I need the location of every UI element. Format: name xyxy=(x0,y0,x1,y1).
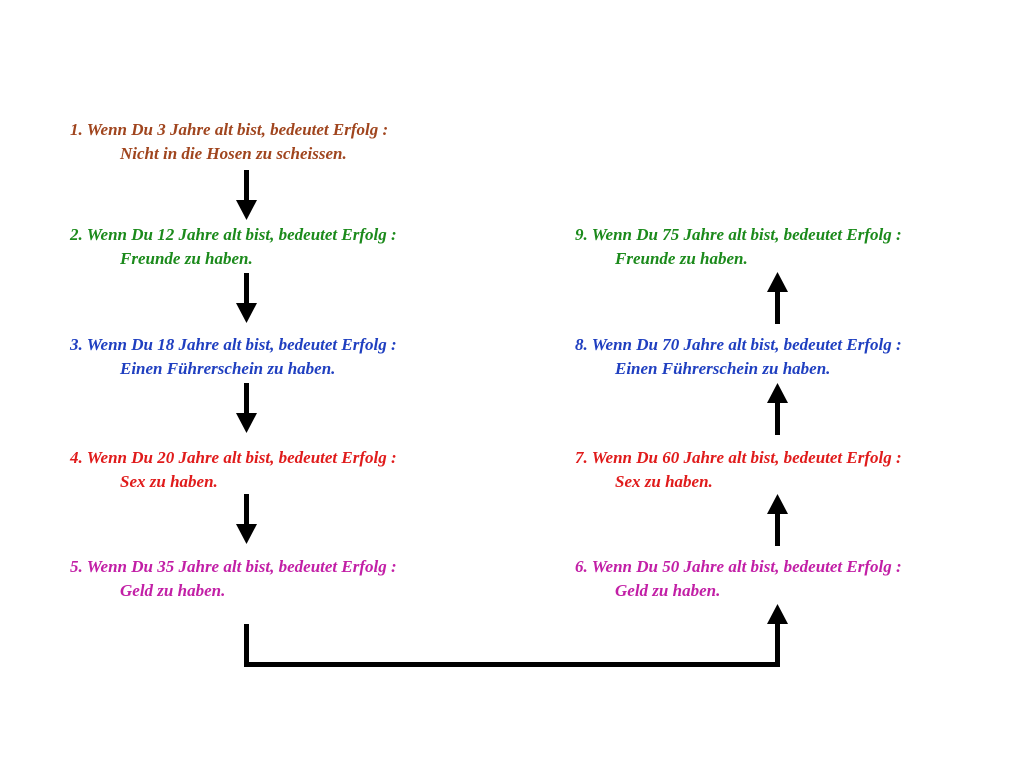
step-4-meaning: Sex zu haben. xyxy=(120,472,218,491)
connector-5-6 xyxy=(244,604,788,667)
step-8-condition: 8. Wenn Du 70 Jahre alt bist, bedeutet E… xyxy=(575,335,902,354)
arrow-down-3-4-icon xyxy=(236,383,257,433)
step-2-meaning: Freunde zu haben. xyxy=(120,249,253,268)
step-1: 1. Wenn Du 3 Jahre alt bist, bedeutet Er… xyxy=(70,118,388,166)
step-9-meaning: Freunde zu haben. xyxy=(615,249,748,268)
arrow-down-1-2-icon xyxy=(236,170,257,220)
arrow-down-2-3-icon xyxy=(236,273,257,323)
step-9: 9. Wenn Du 75 Jahre alt bist, bedeutet E… xyxy=(575,223,902,271)
arrow-up-8-9-icon xyxy=(767,272,788,324)
step-4: 4. Wenn Du 20 Jahre alt bist, bedeutet E… xyxy=(70,446,397,494)
step-1-condition: 1. Wenn Du 3 Jahre alt bist, bedeutet Er… xyxy=(70,120,389,139)
step-2-condition: 2. Wenn Du 12 Jahre alt bist, bedeutet E… xyxy=(70,225,397,244)
step-3-meaning: Einen Führerschein zu haben. xyxy=(120,359,336,378)
step-8-meaning: Einen Führerschein zu haben. xyxy=(615,359,831,378)
arrow-up-7-8-icon xyxy=(767,383,788,435)
step-5: 5. Wenn Du 35 Jahre alt bist, bedeutet E… xyxy=(70,555,397,603)
step-5-meaning: Geld zu haben. xyxy=(120,581,226,600)
step-2: 2. Wenn Du 12 Jahre alt bist, bedeutet E… xyxy=(70,223,397,271)
step-6-meaning: Geld zu haben. xyxy=(615,581,721,600)
arrow-up-6-7-icon xyxy=(767,494,788,546)
step-1-meaning: Nicht in die Hosen zu scheissen. xyxy=(120,144,347,163)
step-7: 7. Wenn Du 60 Jahre alt bist, bedeutet E… xyxy=(575,446,902,494)
arrow-down-4-5-icon xyxy=(236,494,257,544)
step-6: 6. Wenn Du 50 Jahre alt bist, bedeutet E… xyxy=(575,555,902,603)
step-5-condition: 5. Wenn Du 35 Jahre alt bist, bedeutet E… xyxy=(70,557,397,576)
step-3: 3. Wenn Du 18 Jahre alt bist, bedeutet E… xyxy=(70,333,397,381)
step-6-condition: 6. Wenn Du 50 Jahre alt bist, bedeutet E… xyxy=(575,557,902,576)
step-7-condition: 7. Wenn Du 60 Jahre alt bist, bedeutet E… xyxy=(575,448,902,467)
step-3-condition: 3. Wenn Du 18 Jahre alt bist, bedeutet E… xyxy=(70,335,397,354)
step-8: 8. Wenn Du 70 Jahre alt bist, bedeutet E… xyxy=(575,333,902,381)
step-7-meaning: Sex zu haben. xyxy=(615,472,713,491)
step-4-condition: 4. Wenn Du 20 Jahre alt bist, bedeutet E… xyxy=(70,448,397,467)
step-9-condition: 9. Wenn Du 75 Jahre alt bist, bedeutet E… xyxy=(575,225,902,244)
